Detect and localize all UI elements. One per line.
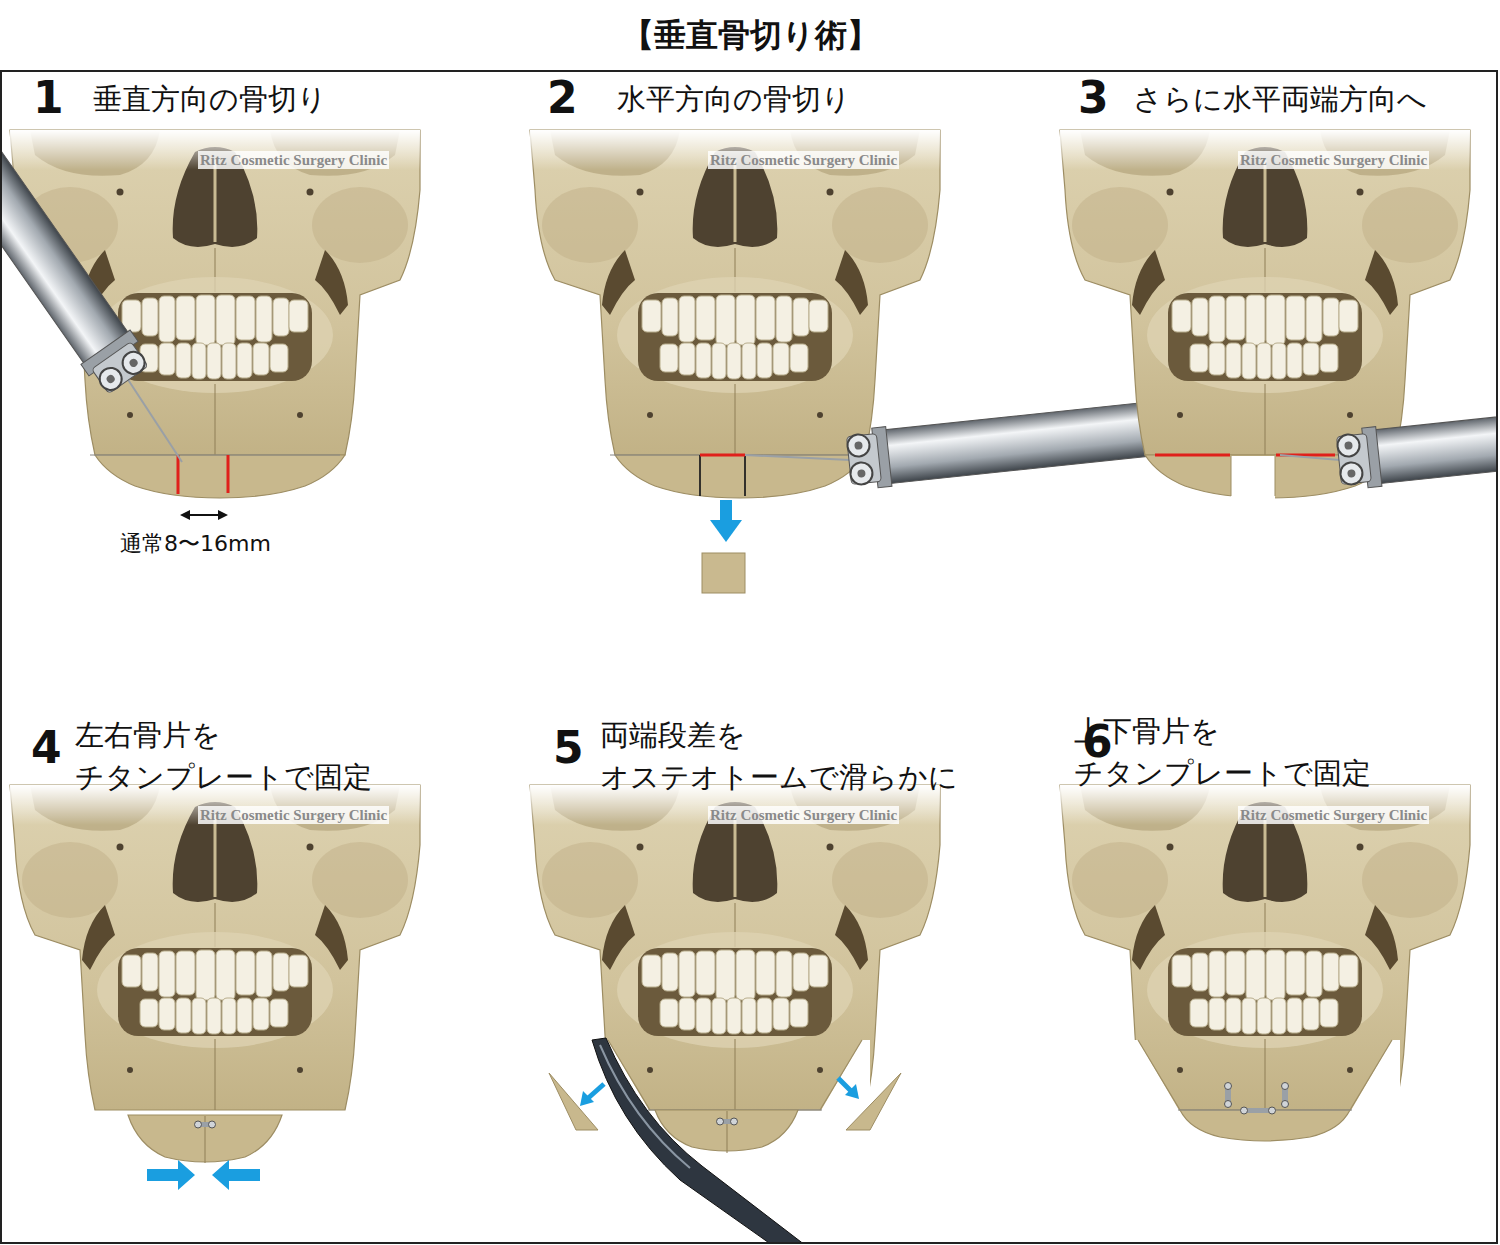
watermark: Ritz Cosmetic Surgery Clinic bbox=[1238, 806, 1429, 824]
art-line bbox=[745, 455, 850, 460]
watermark: Ritz Cosmetic Surgery Clinic bbox=[198, 806, 389, 824]
art-circle bbox=[1269, 1107, 1276, 1114]
art-use bbox=[1060, 130, 1470, 455]
art-path bbox=[710, 520, 742, 542]
watermark: Ritz Cosmetic Surgery Clinic bbox=[708, 806, 899, 824]
art-line bbox=[90, 455, 340, 456]
art-circle bbox=[1225, 1101, 1232, 1108]
step-title: さらに水平両端方向へ bbox=[1133, 78, 1427, 120]
art-rect bbox=[720, 500, 732, 522]
art-line bbox=[227, 455, 230, 493]
art-g bbox=[530, 785, 940, 1153]
art-line bbox=[1275, 456, 1276, 496]
art-line bbox=[700, 454, 745, 457]
art-use bbox=[1336, 394, 1497, 491]
step-title: 両端段差を オステオトームで滑らかに bbox=[600, 714, 1020, 798]
watermark: Ritz Cosmetic Surgery Clinic bbox=[198, 151, 389, 169]
art-path bbox=[846, 1073, 901, 1130]
art-line bbox=[177, 455, 180, 494]
art-path bbox=[600, 1045, 690, 1168]
step-title: 左右骨片を チタンプレートで固定 bbox=[75, 714, 495, 798]
art-path bbox=[549, 1073, 598, 1130]
art-line bbox=[1231, 456, 1232, 496]
art-path bbox=[128, 1115, 282, 1162]
art-use bbox=[10, 785, 420, 1110]
watermark: Ritz Cosmetic Surgery Clinic bbox=[1238, 151, 1429, 169]
art-rect bbox=[702, 553, 745, 593]
art-use bbox=[1, 73, 153, 397]
art-circle bbox=[1241, 1107, 1248, 1114]
art-use bbox=[95, 455, 345, 498]
art-line bbox=[744, 455, 746, 496]
art-path bbox=[592, 1038, 805, 1243]
art-line bbox=[186, 514, 222, 516]
art-path bbox=[147, 1160, 195, 1190]
art-path bbox=[212, 1160, 260, 1190]
watermark: Ritz Cosmetic Surgery Clinic bbox=[708, 151, 899, 169]
art-circle bbox=[731, 1118, 738, 1125]
step-number: 4 bbox=[31, 722, 62, 774]
step-number: 5 bbox=[553, 722, 584, 774]
step-title: 水平方向の骨切り bbox=[617, 78, 851, 120]
art-g bbox=[530, 130, 940, 593]
art-circle bbox=[1282, 1083, 1289, 1090]
art-path bbox=[1180, 1110, 1350, 1141]
art-line bbox=[610, 455, 860, 456]
dimension-label: 通常8〜16mm bbox=[120, 530, 271, 558]
art-path bbox=[180, 510, 228, 520]
art-line bbox=[1280, 455, 1340, 460]
art-path bbox=[845, 1084, 859, 1099]
art-g bbox=[1, 73, 1497, 1243]
art-circle bbox=[1225, 1083, 1232, 1090]
art-use bbox=[615, 455, 865, 498]
art-line bbox=[727, 1111, 728, 1153]
art-use bbox=[530, 785, 940, 1110]
art-use bbox=[1060, 785, 1470, 1110]
art-circle bbox=[195, 1121, 202, 1128]
art-line bbox=[699, 455, 701, 496]
step-title: 上下骨片を チタンプレートで固定 bbox=[1074, 710, 1494, 794]
art-rect bbox=[1, 71, 1497, 1243]
step-number: 2 bbox=[547, 72, 578, 124]
art-path bbox=[580, 1091, 594, 1106]
art-circle bbox=[717, 1118, 724, 1125]
step-number: 3 bbox=[1078, 72, 1109, 124]
art-use bbox=[530, 130, 940, 455]
art-line bbox=[1155, 454, 1230, 457]
step-title: 垂直方向の骨切り bbox=[93, 78, 327, 120]
art-circle bbox=[1282, 1101, 1289, 1108]
art-g bbox=[1060, 785, 1470, 1141]
art-rect bbox=[1231, 456, 1275, 502]
art-use bbox=[1130, 1040, 1400, 1112]
art-line bbox=[125, 375, 182, 462]
art-circle bbox=[209, 1121, 216, 1128]
diagram-title: 【垂直骨切り術】 bbox=[0, 14, 1500, 58]
art-g bbox=[10, 785, 420, 1163]
step-number: 1 bbox=[33, 72, 64, 124]
